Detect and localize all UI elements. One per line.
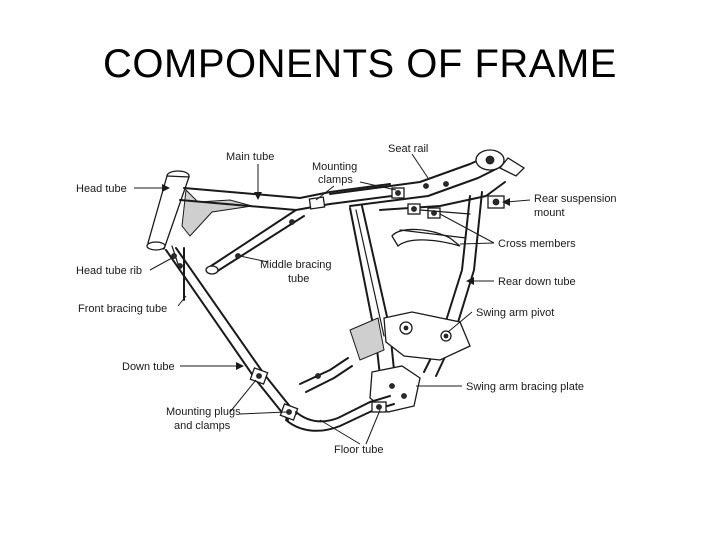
rear-suspension-mount-part xyxy=(487,195,505,209)
leader-lines xyxy=(134,153,531,445)
label-swing-arm-pivot: Swing arm pivot xyxy=(476,307,554,319)
cross-members-part xyxy=(391,209,471,247)
middle-bracing-tube-part xyxy=(205,209,305,275)
label-rear-suspension-mount-line2: mount xyxy=(534,207,565,219)
head-tube-part xyxy=(146,170,190,251)
label-middle-bracing-tube-line2: tube xyxy=(288,273,309,285)
front-bracing-tube-part xyxy=(171,245,185,301)
label-head-tube: Head tube xyxy=(76,183,127,195)
label-rear-down-tube: Rear down tube xyxy=(498,276,576,288)
label-swing-arm-bracing-plate: Swing arm bracing plate xyxy=(466,381,584,393)
mounting-clamps-part xyxy=(308,181,449,219)
label-rear-suspension-mount-line1: Rear suspension xyxy=(534,193,617,205)
label-head-tube-rib: Head tube rib xyxy=(76,265,142,277)
label-mounting-plugs-line2: and clamps xyxy=(174,420,231,432)
label-front-bracing-tube: Front bracing tube xyxy=(78,303,167,315)
down-tube-part xyxy=(165,247,297,421)
label-floor-tube: Floor tube xyxy=(334,444,384,456)
label-mounting-clamps-line1: Mounting xyxy=(312,161,357,173)
labels: Head tube Main tube Mounting clamps Seat… xyxy=(76,143,617,456)
label-mounting-clamps-line2: clamps xyxy=(318,174,353,186)
slide-title: COMPONENTS OF FRAME xyxy=(103,42,617,86)
mounting-plugs-part xyxy=(249,367,299,421)
label-main-tube: Main tube xyxy=(226,151,274,163)
swing-arm-bracing-plate-part xyxy=(369,365,421,413)
swing-arm-pivot-part xyxy=(349,311,471,361)
label-cross-members: Cross members xyxy=(498,238,576,250)
seat-rail-part xyxy=(329,149,526,211)
label-down-tube: Down tube xyxy=(122,361,175,373)
label-mounting-plugs-line1: Mounting plugs xyxy=(166,406,241,418)
label-middle-bracing-tube-line1: Middle bracing xyxy=(260,259,332,271)
floor-tube-part xyxy=(285,357,395,432)
frame-drawing xyxy=(146,149,526,432)
head-gusset xyxy=(181,188,253,237)
label-seat-rail: Seat rail xyxy=(388,143,428,155)
